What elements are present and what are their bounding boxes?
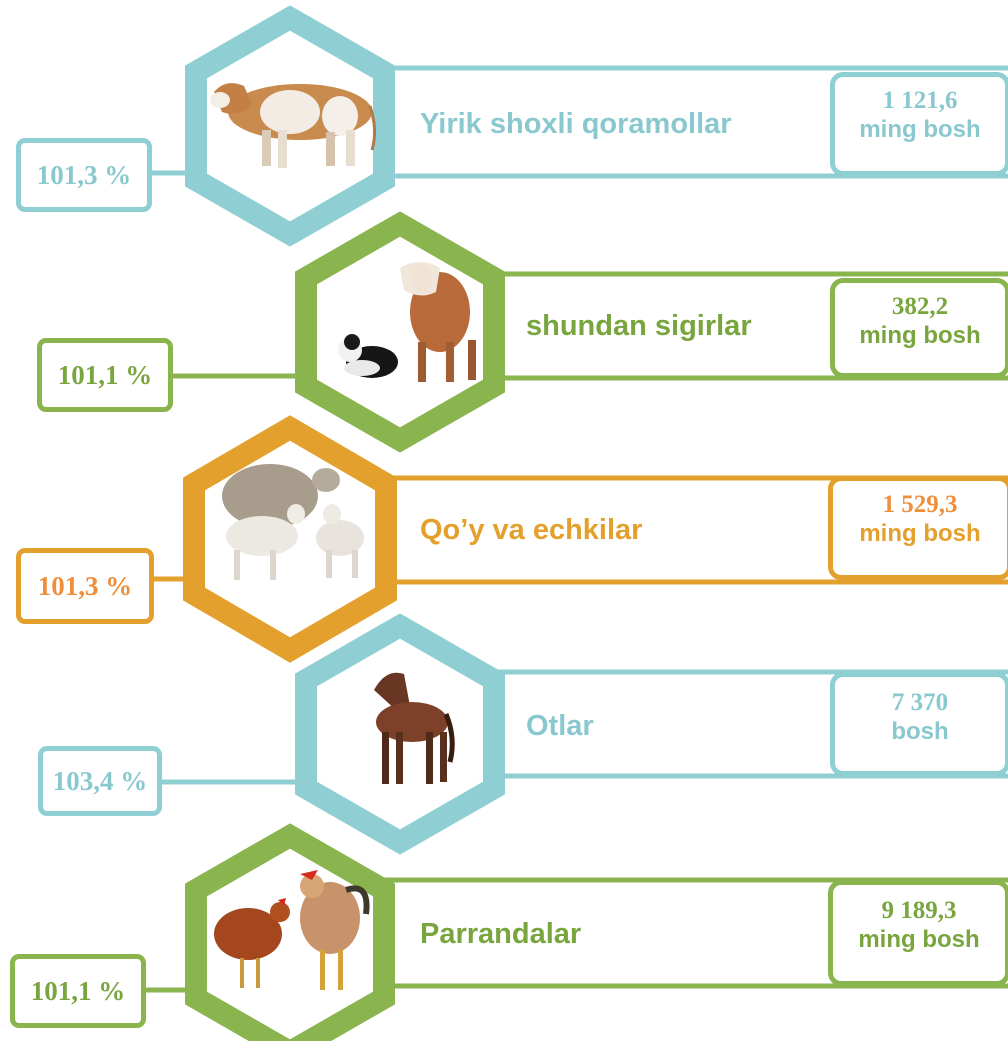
cattle-image — [210, 83, 377, 168]
value-box: 7 370 bosh — [830, 672, 1008, 776]
percent-badge: 103,4 % — [38, 746, 162, 816]
value-box: 1 121,6 ming bosh — [830, 72, 1008, 176]
category-label: Otlar — [526, 710, 594, 742]
percent-badge: 101,3 % — [16, 138, 152, 212]
row-cows: 101,1 % shundan sigirlar 382,2 ming bosh — [0, 210, 1008, 453]
row-poultry: 101,1 % Parrandalar 9 189,3 ming bosh — [0, 822, 1008, 1041]
percent-badge: 101,1 % — [37, 338, 173, 412]
value-number: 9 189,3 — [881, 897, 957, 924]
value-number: 1 121,6 — [882, 87, 958, 114]
value-unit: ming bosh — [859, 115, 981, 143]
percent-badge: 101,1 % — [10, 954, 146, 1028]
value-unit: ming bosh — [858, 925, 980, 953]
category-label: Parrandalar — [420, 918, 582, 950]
chickens-image — [214, 870, 370, 990]
category-label: Qo’y va echkilar — [420, 514, 643, 546]
value-box: 1 529,3 ming bosh — [828, 476, 1008, 580]
value-box: 382,2 ming bosh — [830, 278, 1008, 378]
sheep-image — [222, 464, 364, 580]
value-unit: ming bosh — [859, 519, 981, 547]
row-cattle: 101,3 % Yirik shoxli qoramollar 1 121,6 … — [0, 0, 1008, 247]
category-label: Yirik shoxli qoramollar — [420, 108, 732, 140]
value-box: 9 189,3 ming bosh — [828, 880, 1008, 986]
value-number: 382,2 — [891, 293, 949, 320]
value-number: 1 529,3 — [882, 491, 958, 518]
horse-image — [374, 672, 455, 784]
value-number: 7 370 — [891, 689, 949, 716]
category-label: shundan sigirlar — [526, 310, 752, 342]
row-horses: 103,4 % Otlar 7 370 bosh — [0, 613, 1008, 855]
value-unit: bosh — [891, 717, 949, 745]
value-unit: ming bosh — [859, 321, 981, 349]
percent-badge: 101,3 % — [16, 548, 154, 624]
cow-and-calf-image — [338, 262, 476, 382]
row-sheep-goats: 101,3 % Qo’y va echkilar 1 529,3 ming bo… — [0, 410, 1008, 663]
